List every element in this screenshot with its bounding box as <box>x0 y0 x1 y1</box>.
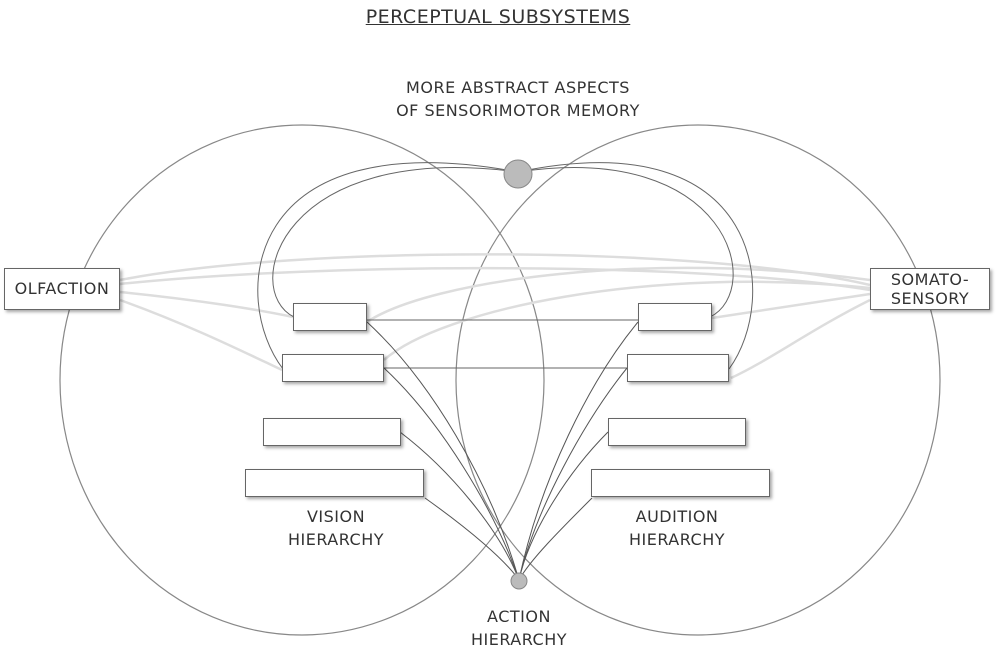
somatosensory-links <box>366 266 871 380</box>
vision-label-line1: VISION <box>306 507 366 526</box>
action-node <box>510 572 528 590</box>
audition-label-line1: AUDITION <box>635 507 719 526</box>
action-label-line1: ACTION <box>487 607 551 626</box>
abstract-memory-label: MORE ABSTRACT ASPECTS OF SENSORIMOTOR ME… <box>358 76 678 122</box>
olfaction-box: OLFACTION <box>4 268 120 310</box>
action-hierarchy-label: ACTION HIERARCHY <box>444 605 594 651</box>
vision-box-level-4 <box>245 469 424 497</box>
olfaction-label: OLFACTION <box>14 279 110 298</box>
abstract-loops <box>257 162 754 370</box>
audition-box-level-2 <box>627 354 729 382</box>
abstract-memory-label-line2: OF SENSORIMOTOR MEMORY <box>396 101 640 120</box>
audition-hierarchy-label: AUDITION HIERARCHY <box>597 505 757 551</box>
audition-box-level-1 <box>638 303 712 331</box>
left-ellipse <box>59 124 545 636</box>
diagram-title: PERCEPTUAL SUBSYSTEMS <box>365 6 631 28</box>
audition-box-level-3 <box>608 418 746 446</box>
vision-hierarchy-label: VISION HIERARCHY <box>256 505 416 551</box>
abstract-node <box>503 159 533 189</box>
right-ellipse <box>455 124 941 636</box>
vision-label-line2: HIERARCHY <box>287 530 385 549</box>
vision-box-level-2 <box>282 354 384 382</box>
audition-box-level-4 <box>591 469 770 497</box>
horizontal-links <box>367 319 638 369</box>
action-label-line2: HIERARCHY <box>470 630 568 649</box>
somatosensory-label-line2: SENSORY <box>890 289 970 308</box>
abstract-memory-label-line1: MORE ABSTRACT ASPECTS <box>406 78 630 97</box>
action-links <box>366 321 639 581</box>
somatosensory-label-line1: SOMATO- <box>890 270 970 289</box>
vision-box-level-1 <box>293 303 367 331</box>
somatosensory-box: SOMATO- SENSORY <box>870 268 990 310</box>
audition-label-line2: HIERARCHY <box>628 530 726 549</box>
vision-box-level-3 <box>263 418 401 446</box>
